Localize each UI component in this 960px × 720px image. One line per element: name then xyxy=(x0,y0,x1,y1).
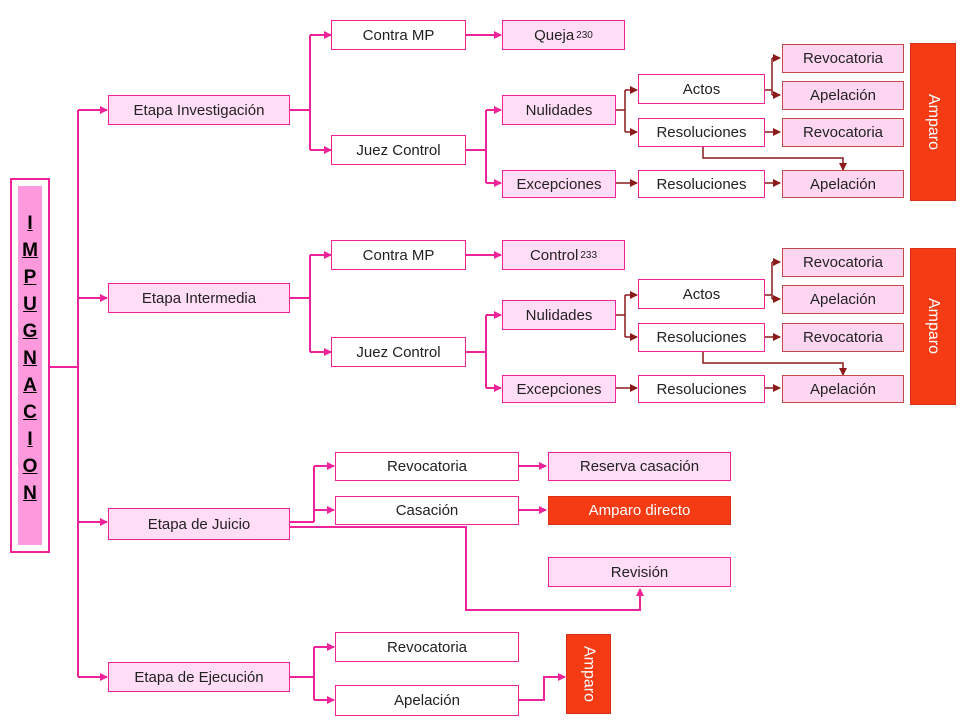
stage-investigacion: Etapa Investigación xyxy=(108,95,290,125)
control-label: Control xyxy=(529,246,579,264)
amparo-box: Amparo xyxy=(910,248,956,405)
resoluciones-box: Resoluciones xyxy=(638,118,765,147)
revocatoria-box: Revocatoria xyxy=(782,323,904,352)
queja-label: Queja xyxy=(534,26,575,44)
excepciones-box: Excepciones xyxy=(502,170,616,198)
resoluciones-box: Resoluciones xyxy=(638,170,765,198)
resoluciones-box: Resoluciones xyxy=(638,323,765,352)
title-letter: C xyxy=(23,402,37,423)
revision-box: Revisión xyxy=(548,557,731,587)
revocatoria-box: Revocatoria xyxy=(782,248,904,277)
amparo-label: Amparo xyxy=(925,93,942,151)
amparo-box: Amparo xyxy=(910,43,956,201)
revocatoria-box: Revocatoria xyxy=(335,452,519,481)
title-letter: U xyxy=(23,294,37,315)
revocatoria-box: Revocatoria xyxy=(782,44,904,73)
title-letter: N xyxy=(23,348,37,369)
impugnacion-title-box: I M P U G N A C I O N xyxy=(10,178,50,553)
apelacion-box: Apelación xyxy=(782,81,904,110)
amparo-label: Amparo xyxy=(925,298,942,355)
title-letter: O xyxy=(22,456,38,477)
title-letter: I xyxy=(27,429,33,450)
amparo-directo-box: Amparo directo xyxy=(548,496,731,525)
reserva-casacion-box: Reserva casación xyxy=(548,452,731,481)
actos-box: Actos xyxy=(638,74,765,104)
revocatoria-box: Revocatoria xyxy=(335,632,519,662)
control-article: 233 xyxy=(580,249,598,261)
contra-mp-box: Contra MP xyxy=(331,20,466,50)
title-letter: G xyxy=(22,321,38,342)
juez-control-box: Juez Control xyxy=(331,337,466,367)
title-letter: M xyxy=(22,240,38,261)
amparo-box: Amparo xyxy=(566,634,611,714)
queja-article: 230 xyxy=(576,29,593,41)
revocatoria-box: Revocatoria xyxy=(782,118,904,147)
stage-ejecucion: Etapa de Ejecución xyxy=(108,662,290,692)
apelacion-box: Apelación xyxy=(782,170,904,198)
excepciones-box: Excepciones xyxy=(502,375,616,403)
nulidades-box: Nulidades xyxy=(502,300,616,330)
actos-box: Actos xyxy=(638,279,765,309)
apelacion-box: Apelación xyxy=(782,375,904,403)
nulidades-box: Nulidades xyxy=(502,95,616,125)
stage-intermedia: Etapa Intermedia xyxy=(108,283,290,313)
amparo-label: Amparo xyxy=(580,645,598,703)
title-letter: A xyxy=(23,375,37,396)
title-letter: P xyxy=(23,267,37,288)
impugnacion-title: I M P U G N A C I O N xyxy=(12,210,48,507)
title-letter: I xyxy=(27,213,33,234)
apelacion-box: Apelación xyxy=(782,285,904,314)
stage-juicio: Etapa de Juicio xyxy=(108,508,290,540)
contra-mp-box: Contra MP xyxy=(331,240,466,270)
casacion-box: Casación xyxy=(335,496,519,525)
resoluciones-box: Resoluciones xyxy=(638,375,765,403)
title-letter: N xyxy=(23,483,37,504)
apelacion-box: Apelación xyxy=(335,685,519,716)
juez-control-box: Juez Control xyxy=(331,135,466,165)
title-fill xyxy=(18,186,42,545)
